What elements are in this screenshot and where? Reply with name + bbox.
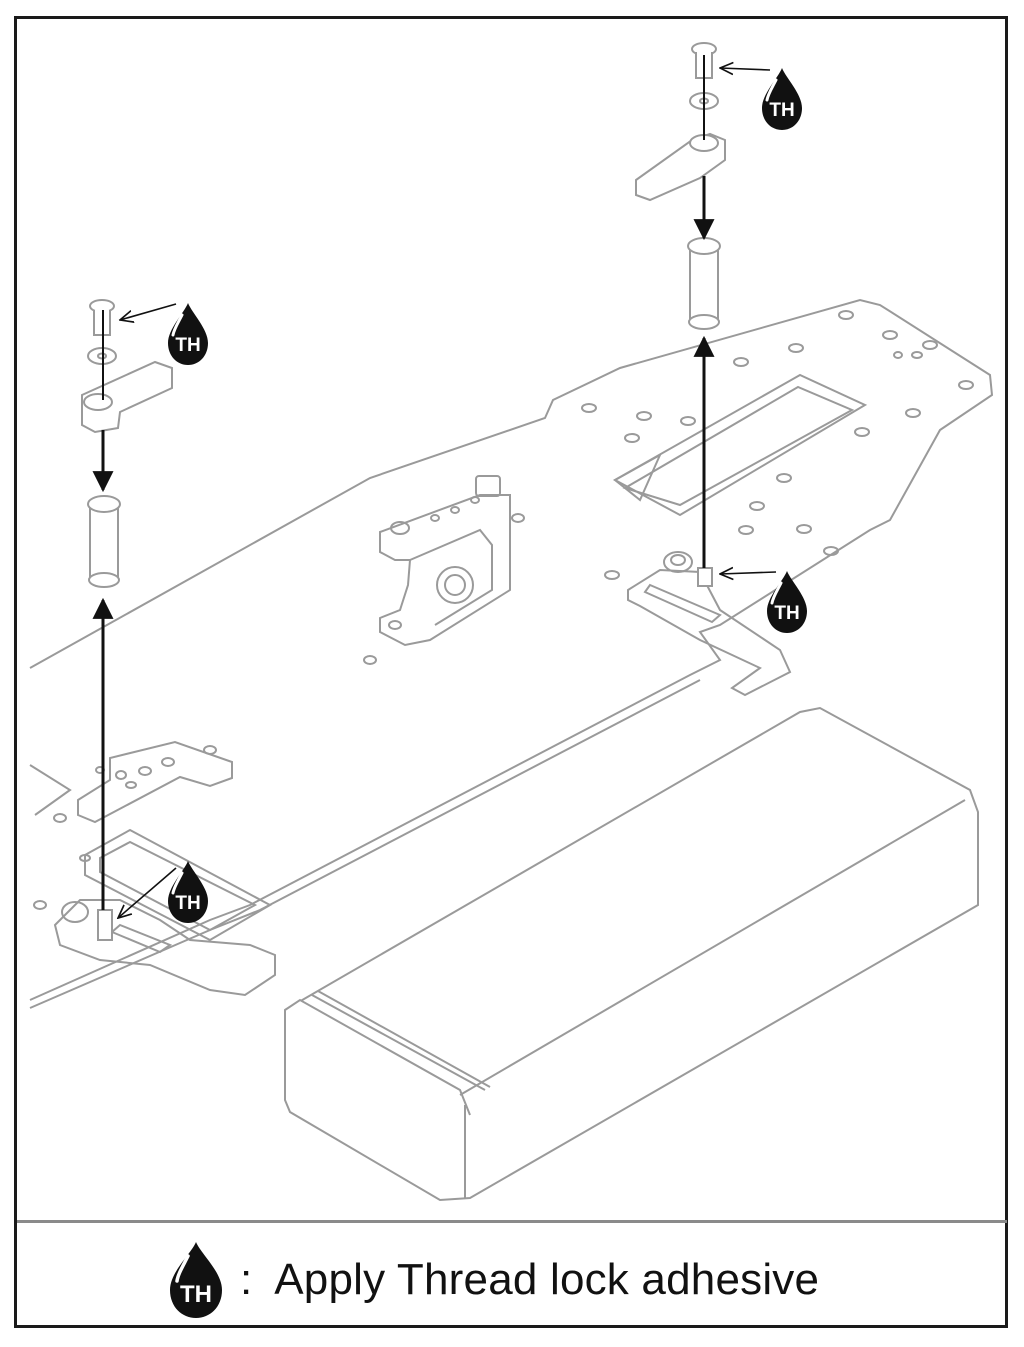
legend-divider [17,1220,1007,1223]
left-servo-horn-stack [81,299,173,588]
callout-label: TH [175,335,200,356]
thread-lock-icon: TH [170,1242,222,1318]
callout-label: TH [774,603,799,624]
servo-mount [379,475,511,647]
assembly-arrows [92,55,715,910]
right-post-bracket [627,551,792,697]
thread-lock-callout-2: TH [760,66,804,132]
chassis-slot [612,373,868,517]
thread-lock-callout-3: TH [765,569,809,635]
legend: TH : Apply Thread lock adhesive [166,1240,819,1320]
battery-pack [284,706,979,1202]
right-servo-horn-stack [635,42,726,330]
left-frame-cutout [29,764,273,942]
legend-separator: : [240,1255,253,1304]
thread-lock-callout-4: TH [166,859,210,925]
chassis-holes [33,310,974,910]
legend-icon-label: TH [180,1281,212,1308]
left-bracket-plate [77,740,233,824]
left-post-bracket [53,899,276,997]
legend-text: Apply Thread lock adhesive [274,1255,820,1304]
callout-label: TH [769,100,794,121]
thread-lock-callout-1: TH [166,301,210,367]
callout-leaders [118,68,777,918]
callout-label: TH [175,893,200,914]
chassis-plate [29,298,994,1009]
